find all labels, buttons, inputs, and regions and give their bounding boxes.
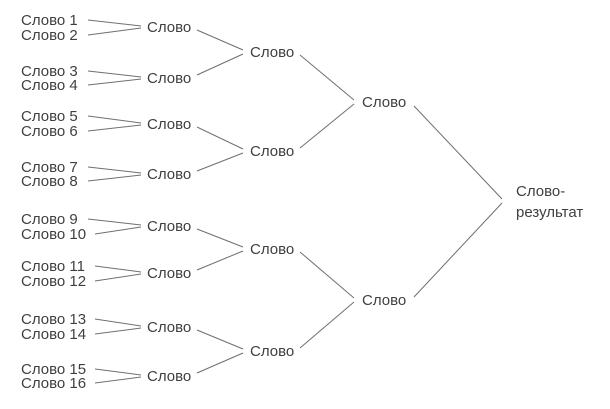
merge-label-round3: Слово — [250, 143, 294, 160]
merge-label-round2: Слово — [147, 319, 191, 336]
leaf-label: Слово 1 — [21, 12, 78, 29]
leaf-label: Слово 8 — [21, 173, 78, 190]
leaf-label: Слово 15 — [21, 361, 86, 378]
merge-label-round2: Слово — [147, 218, 191, 235]
leaf-label: Слово 7 — [21, 159, 78, 176]
connector-line — [87, 19, 142, 27]
leaf-label: Слово 13 — [21, 311, 86, 328]
connector-line — [87, 218, 142, 226]
merge-label-round4: Слово — [362, 94, 406, 111]
leaf-label: Слово 9 — [21, 211, 78, 228]
leaf-label: Слово 12 — [21, 273, 86, 290]
merge-label-round3: Слово — [250, 44, 294, 61]
connector-line — [196, 228, 244, 248]
connector-line — [196, 126, 244, 150]
result-label-line1: Слово- — [516, 183, 565, 200]
connector-line — [299, 103, 355, 149]
connector-line — [299, 251, 355, 299]
leaf-label: Слово 3 — [21, 63, 78, 80]
connector-line — [94, 368, 142, 376]
connector-line — [94, 265, 142, 273]
connector-line — [87, 78, 142, 86]
merge-label-round2: Слово — [147, 116, 191, 133]
connector-line — [196, 29, 244, 51]
connector-line — [196, 250, 244, 271]
connector-line — [94, 318, 142, 327]
connector-line — [196, 352, 244, 374]
connector-line — [413, 202, 503, 298]
connector-line — [94, 327, 142, 335]
merge-label-round4: Слово — [362, 292, 406, 309]
merge-label-round2: Слово — [147, 19, 191, 36]
leaf-label: Слово 5 — [21, 108, 78, 125]
connector-line — [196, 152, 244, 172]
leaf-label: Слово 11 — [21, 258, 85, 275]
leaf-label: Слово 10 — [21, 226, 86, 243]
connector-line — [196, 329, 244, 350]
merge-label-round3: Слово — [250, 241, 294, 258]
result-label-line2: результат — [516, 204, 583, 221]
connectors — [87, 19, 503, 384]
connector-line — [87, 70, 142, 78]
labels: Слово 1 Слово 2 Слово 3 Слово 4 Слово 5 … — [21, 12, 583, 392]
connector-line — [299, 54, 355, 101]
leaf-label: Слово 2 — [21, 27, 78, 44]
leaf-label: Слово 14 — [21, 326, 86, 343]
connector-line — [87, 27, 142, 36]
merge-label-round2: Слово — [147, 265, 191, 282]
merge-label-round2: Слово — [147, 368, 191, 385]
connector-line — [94, 226, 142, 235]
leaf-label: Слово 16 — [21, 375, 86, 392]
connector-line — [299, 301, 355, 349]
connector-line — [196, 53, 244, 76]
connector-line — [87, 166, 142, 174]
leaf-label: Слово 4 — [21, 77, 78, 94]
connector-line — [87, 174, 142, 182]
leaf-label: Слово 6 — [21, 123, 78, 140]
merge-label-round2: Слово — [147, 70, 191, 87]
connector-line — [413, 105, 503, 200]
connector-line — [87, 115, 142, 124]
connector-line — [87, 124, 142, 132]
connector-line — [94, 273, 142, 282]
merge-label-round2: Слово — [147, 166, 191, 183]
merge-label-round3: Слово — [250, 343, 294, 360]
connector-line — [94, 376, 142, 384]
